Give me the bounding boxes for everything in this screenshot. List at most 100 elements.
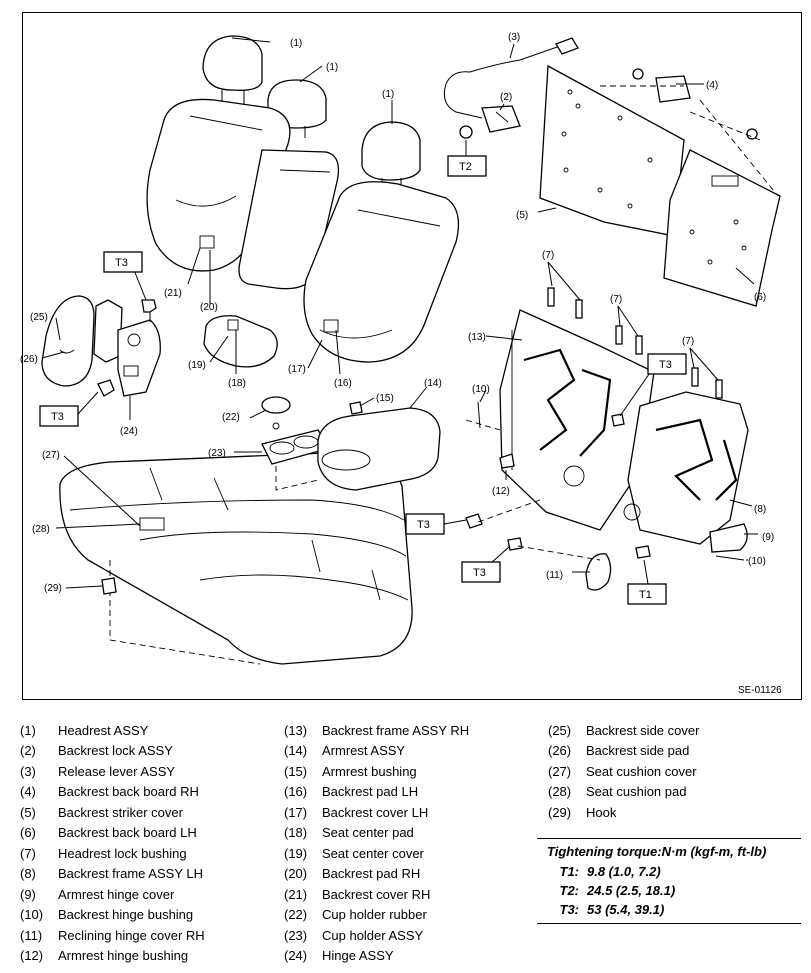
callout-19: (19) [188,360,206,371]
backrest-side-cover [41,295,95,387]
callout-17: (17) [288,364,306,375]
callout-5: (5) [516,210,528,221]
callout-24: (24) [120,426,138,437]
tag-t1: T1 [639,589,652,601]
callout-21: (21) [164,288,182,299]
cup-holder-rubber [261,396,291,414]
t1-bolt [635,545,651,559]
callout-9: (9) [762,532,774,543]
torque-top-rule [537,838,801,839]
armrest-hinge-bushing [499,453,515,469]
tag-t3-frame: T3 [659,359,672,371]
backrest-lh [303,181,460,363]
callout-1c: (1) [382,89,394,100]
bolt-t3-upper [141,299,157,322]
legend-item: (9)Armrest hinge cover [20,886,175,902]
legend-item: (19)Seat center cover [284,845,424,861]
callout-2: (2) [500,92,512,103]
legend-item: (8)Backrest frame ASSY LH [20,866,203,882]
callout-8: (8) [754,504,766,515]
callout-7a: (7) [542,250,554,261]
bolt-t3-lower [97,379,115,397]
callout-29: (29) [44,583,62,594]
callout-1b: (1) [326,62,338,73]
callout-labels: (1) (1) (1) (3) (2) (4) (5) (6) (7) (7) … [20,32,774,594]
backrest-frame-lh [623,391,749,545]
torque-title: Tightening torque:N·m (kgf-m, ft-lb) [547,844,767,859]
legend-item: (18)Seat center pad [284,825,414,841]
armrest-hinge-cover [709,523,748,553]
callout-27: (27) [42,450,60,461]
torque-row: T3:53 (5.4, 39.1) [559,902,665,917]
hinge-assy [93,299,161,397]
seat-center-cover [203,315,278,368]
backrest-hinge-bushing-right [715,555,745,561]
legend-item: (11)Reclining hinge cover RH [20,927,205,943]
callout-14: (14) [424,378,442,389]
legend-item: (6)Backrest back board LH [20,825,197,841]
legend-item: (23)Cup holder ASSY [284,927,424,943]
exploded-seat-diagram: (1) (1) (1) (3) (2) (4) (5) (6) (7) (7) … [20,32,782,696]
callout-7c: (7) [682,336,694,347]
callout-6: (6) [754,292,766,303]
torque-row: T1:9.8 (1.0, 7.2) [559,864,661,879]
diagram-code: SE-01126 [738,685,782,696]
tag-t3-lower-left: T3 [51,411,64,423]
tag-t3-mid: T3 [417,519,430,531]
release-lever-assy [443,37,579,119]
legend-item: (10)Backrest hinge bushing [20,907,194,923]
legend-item: (4)Backrest back board RH [20,784,199,800]
callout-13: (13) [468,332,486,343]
callout-1a: (1) [290,38,302,49]
callout-16: (16) [334,378,352,389]
callout-25: (25) [30,312,48,323]
t3-bolts-right [465,413,625,551]
legend-item: (25)Backrest side cover [548,722,700,738]
reclining-hinge-cover-rh [585,553,612,591]
headrest-lock-bushings [547,287,723,399]
callout-11: (11) [546,570,563,581]
legend-item: (24)Hinge ASSY [284,948,394,964]
legend-item: (28)Seat cushion pad [548,784,687,800]
legend-item: (21)Backrest cover RH [284,886,431,902]
backrest-back-board-lh [663,149,781,307]
callout-10b: (10) [748,556,766,567]
legend-item: (5)Backrest striker cover [20,804,183,820]
legend-item: (22)Cup holder rubber [284,907,427,923]
torque-tags: T2 T3 T3 T3 T3 T3 T1 [39,155,687,605]
torque-bottom-rule [537,923,801,924]
headrest-left [202,35,263,104]
backrest-rh-side [238,149,340,290]
legend-item: (26)Backrest side pad [548,743,690,759]
legend-item: (20)Backrest pad RH [284,866,421,882]
backrest-back-board-rh [539,64,685,237]
legend-item: (7)Headrest lock bushing [20,845,187,861]
callout-28: (28) [32,524,50,535]
backrest-striker-cover [632,68,758,140]
legend-item: (15)Armrest bushing [284,763,417,779]
legend-column-2: (13)Backrest frame ASSY RH (14)Armrest A… [284,720,469,966]
legend-item: (1)Headrest ASSY [20,722,149,738]
legend-item: (14)Armrest ASSY [284,743,406,759]
torque-table: Tightening torque:N·m (kgf-m, ft-lb) T1:… [537,838,801,924]
callout-4: (4) [706,80,718,91]
backrest-frame-rh [499,309,655,531]
callout-15: (15) [376,393,394,404]
legend-item: (12)Armrest hinge bushing [20,948,189,964]
armrest-bushing [349,401,363,415]
lock-nut [459,125,473,139]
legend-item: (29)Hook [548,804,617,820]
torque-row: T2:24.5 (2.5, 18.1) [559,883,676,898]
tag-t2: T2 [459,161,472,173]
legend-item: (2)Backrest lock ASSY [20,743,173,759]
callout-18: (18) [228,378,246,389]
legend-item: (27)Seat cushion cover [548,763,697,779]
legend-item: (16)Backrest pad LH [284,784,419,800]
armrest-assy [317,407,441,491]
diagram-frame [22,12,802,700]
tag-t3-bottom: T3 [473,567,486,579]
legend-column-1: (1)Headrest ASSY (2)Backrest lock ASSY (… [20,720,205,966]
seat-cushion [59,451,413,665]
callout-20: (20) [200,302,218,313]
callout-26: (26) [20,354,38,365]
